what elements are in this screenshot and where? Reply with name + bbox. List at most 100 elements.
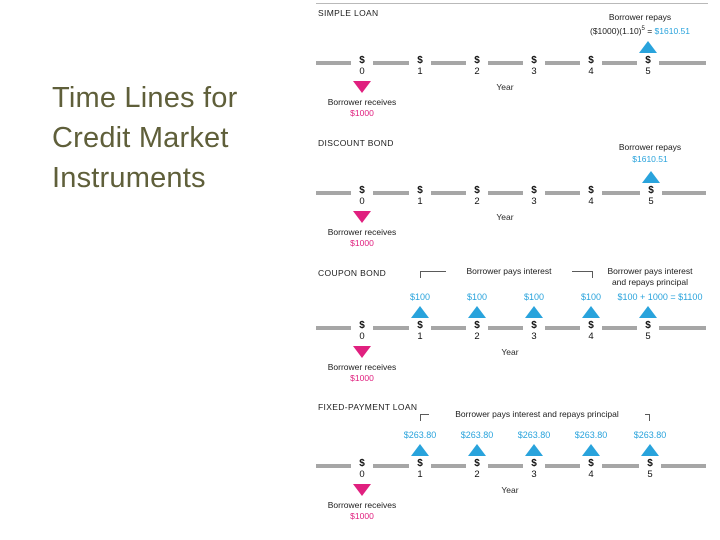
receives-label: Borrower receives: [327, 362, 397, 372]
receives-amount: $1000: [350, 238, 374, 248]
page-title: Time Lines for Credit Market Instruments: [52, 82, 238, 194]
payment-value-year2: $263.80: [460, 430, 494, 440]
axis-tick-0: $ 0: [351, 56, 373, 77]
timeline-axis: [316, 191, 706, 195]
timeline-axis: [316, 326, 706, 330]
callout-repay-formula: ($1000)(1.10)5 = $1610.51: [540, 24, 720, 37]
callout-borrower-receives: Borrower receives $1000: [302, 362, 422, 384]
receives-label: Borrower receives: [327, 227, 397, 237]
receives-amount: $1000: [350, 108, 374, 118]
bracket-label-pays-interest: Borrower pays interest: [446, 266, 572, 277]
tick-dollar-icon: $: [351, 186, 373, 196]
panel-discount-bond: DISCOUNT BOND Borrower repays $1610.51 $…: [310, 138, 710, 263]
tick-dollar-icon: $: [523, 56, 545, 66]
callout-borrower-repays: Borrower repays: [570, 142, 720, 153]
callout-repay-label: Borrower repays: [618, 142, 682, 152]
triangle-up-icon-year1: [411, 306, 429, 318]
tick-dollar-icon: $: [466, 321, 488, 331]
panel-title-simple-loan: SIMPLE LOAN: [318, 8, 379, 18]
panel-title-discount-bond: DISCOUNT BOND: [318, 138, 394, 148]
axis-tick-3: $ 3: [523, 459, 545, 480]
tick-dollar-icon: $: [409, 459, 431, 469]
bracket-label-pays-interest-principal: Borrower pays interest and repays princi…: [429, 409, 645, 420]
axis-caption-year: Year: [496, 82, 514, 92]
axis-tick-1: $ 1: [409, 186, 431, 207]
triangle-down-icon-year0: [353, 346, 371, 358]
triangle-down-icon-year0: [353, 484, 371, 496]
triangle-up-icon-year4: [582, 306, 600, 318]
payment-value-year4: $263.80: [574, 430, 608, 440]
axis-tick-3: $ 3: [523, 186, 545, 207]
axis-tick-2: $ 2: [466, 186, 488, 207]
tick-dollar-icon: $: [523, 459, 545, 469]
figure-top-divider: [316, 3, 708, 4]
timeline-axis: [316, 61, 706, 65]
payment-value-year1: $263.80: [403, 430, 437, 440]
tick-dollar-icon: $: [409, 321, 431, 331]
axis-tick-4: $ 4: [580, 186, 602, 207]
tick-dollar-icon: $: [580, 56, 602, 66]
callout-repay-amount: $1610.51: [632, 154, 668, 164]
axis-tick-0: $ 0: [351, 321, 373, 342]
panel-title-coupon-bond: COUPON BOND: [318, 268, 387, 278]
axis-tick-5: $ 5: [637, 321, 659, 342]
triangle-up-icon-year5: [641, 444, 659, 456]
callout-borrower-receives: Borrower receives $1000: [302, 227, 422, 249]
receives-amount: $1000: [350, 511, 374, 521]
payment-value-year4: $100: [580, 292, 602, 302]
triangle-down-icon-year0: [353, 211, 371, 223]
triangle-up-icon-year1: [411, 444, 429, 456]
receives-amount: $1000: [350, 373, 374, 383]
payment-value-year2: $100: [466, 292, 488, 302]
axis-tick-0: $ 0: [351, 459, 373, 480]
axis-tick-4: $ 4: [580, 321, 602, 342]
repay-amount: $1610.51: [654, 25, 690, 36]
tick-dollar-icon: $: [466, 459, 488, 469]
tick-dollar-icon: $: [523, 186, 545, 196]
tick-dollar-icon: $: [580, 186, 602, 196]
axis-tick-4: $ 4: [580, 459, 602, 480]
tick-dollar-icon: $: [523, 321, 545, 331]
panel-coupon-bond: COUPON BOND Borrower pays interest Borro…: [310, 266, 710, 398]
axis-tick-3: $ 3: [523, 321, 545, 342]
payment-value-year1: $100: [409, 292, 431, 302]
axis-caption-year: Year: [496, 212, 514, 222]
axis-tick-5: $ 5: [639, 459, 661, 480]
tick-dollar-icon: $: [409, 186, 431, 196]
callout-final-payment-line1: Borrower pays interest: [607, 266, 693, 276]
panel-simple-loan: SIMPLE LOAN Borrower repays ($1000)(1.10…: [310, 8, 710, 133]
axis-caption-year: Year: [501, 347, 519, 357]
repay-formula-exponent: 5: [641, 26, 645, 32]
payment-value-year3: $263.80: [517, 430, 551, 440]
axis-tick-2: $ 2: [466, 321, 488, 342]
callout-borrower-repays: Borrower repays: [560, 12, 720, 23]
credit-market-instruments-figure: SIMPLE LOAN Borrower repays ($1000)(1.10…: [310, 0, 710, 540]
triangle-up-icon-year3: [525, 444, 543, 456]
triangle-down-icon-year0: [353, 81, 371, 93]
tick-dollar-icon: $: [351, 321, 373, 331]
panel-title-fixed-payment-loan: FIXED-PAYMENT LOAN: [318, 402, 418, 412]
tick-dollar-icon: $: [640, 186, 662, 196]
axis-tick-5: $ 5: [640, 186, 662, 207]
triangle-up-icon-year2: [468, 444, 486, 456]
payment-value-year3: $100: [523, 292, 545, 302]
triangle-up-icon-year5: [642, 171, 660, 183]
triangle-up-icon-year4: [582, 444, 600, 456]
receives-label: Borrower receives: [327, 97, 397, 107]
axis-tick-2: $ 2: [466, 56, 488, 77]
receives-label: Borrower receives: [327, 500, 397, 510]
tick-dollar-icon: $: [637, 321, 659, 331]
panel-fixed-payment-loan: FIXED-PAYMENT LOAN Borrower pays interes…: [310, 402, 710, 537]
callout-borrower-receives: Borrower receives $1000: [302, 97, 422, 119]
repay-formula-equals: =: [644, 25, 655, 36]
axis-tick-1: $ 1: [409, 459, 431, 480]
repay-formula-prefix: ($1000)(1.10): [590, 25, 642, 36]
axis-caption-year: Year: [501, 485, 519, 495]
axis-tick-1: $ 1: [409, 56, 431, 77]
tick-dollar-icon: $: [351, 459, 373, 469]
triangle-up-icon-year3: [525, 306, 543, 318]
callout-borrower-receives: Borrower receives $1000: [302, 500, 422, 522]
payment-value-year5: $100 + 1000 = $1100: [617, 292, 703, 302]
callout-repay-label: Borrower repays: [608, 12, 672, 22]
triangle-up-icon-year5: [639, 306, 657, 318]
